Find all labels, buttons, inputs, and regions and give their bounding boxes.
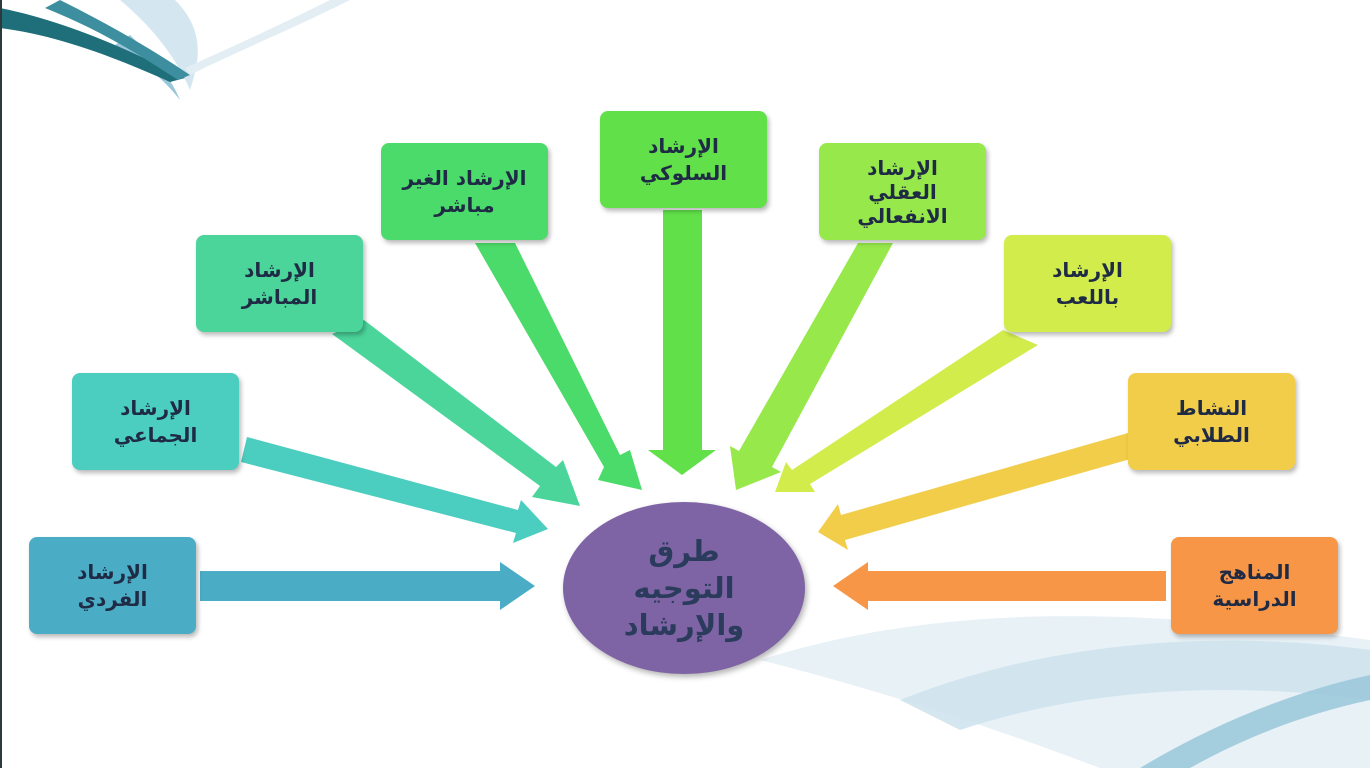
method-label: الإرشاد <box>77 559 148 584</box>
center-line-1: طرق <box>648 533 720 568</box>
method-label: الجماعي <box>113 422 198 447</box>
central-topic: طرق التوجيه والإرشاد <box>563 502 805 674</box>
arrow-play <box>775 330 1038 492</box>
method-box-rational-emotive: الإرشاد العقلي الانفعالي <box>819 143 986 240</box>
method-label: الفردي <box>77 586 148 611</box>
method-box-indirect: الإرشاد الغير مباشر <box>381 143 548 240</box>
arrow-rational-emotive <box>730 243 893 490</box>
method-label: المباشر <box>241 284 318 309</box>
method-label: الإرشاد <box>120 395 191 420</box>
method-label: الإرشاد الغير <box>402 165 527 190</box>
center-line-2: التوجيه <box>633 570 735 605</box>
method-label: المناهج <box>1218 559 1291 584</box>
center-line-3: والإرشاد <box>623 607 745 642</box>
method-box-individual: الإرشاد الفردي <box>29 537 196 634</box>
method-label: الانفعالي <box>857 203 948 228</box>
method-box-student-activity: النشاط الطلابي <box>1128 373 1295 470</box>
method-box-group: الإرشاد الجماعي <box>72 373 239 470</box>
method-label: الإرشاد <box>1052 257 1123 282</box>
method-box-curricula: المناهج الدراسية <box>1171 537 1338 634</box>
method-label: السلوكي <box>639 160 728 185</box>
arrow-direct <box>332 320 580 506</box>
method-box-play: الإرشاد باللعب <box>1004 235 1171 332</box>
arrow-curricula <box>833 562 1166 610</box>
method-label: الإرشاد <box>244 257 315 282</box>
method-label: باللعب <box>1055 284 1120 309</box>
method-label: العقلي <box>868 179 937 204</box>
arrow-indirect <box>475 243 642 490</box>
arrow-behavioral <box>648 210 716 475</box>
method-label: الإرشاد <box>867 155 938 180</box>
method-label: الإرشاد <box>648 133 719 158</box>
method-label: النشاط <box>1175 395 1248 420</box>
method-label: الطلابي <box>1173 422 1250 447</box>
method-box-direct: الإرشاد المباشر <box>196 235 363 332</box>
arrow-individual <box>200 562 535 610</box>
arrow-group <box>241 437 548 543</box>
method-box-behavioral: الإرشاد السلوكي <box>600 111 767 208</box>
method-label: مباشر <box>434 192 495 217</box>
arrow-student-activity <box>818 433 1134 550</box>
method-label: الدراسية <box>1212 586 1297 611</box>
